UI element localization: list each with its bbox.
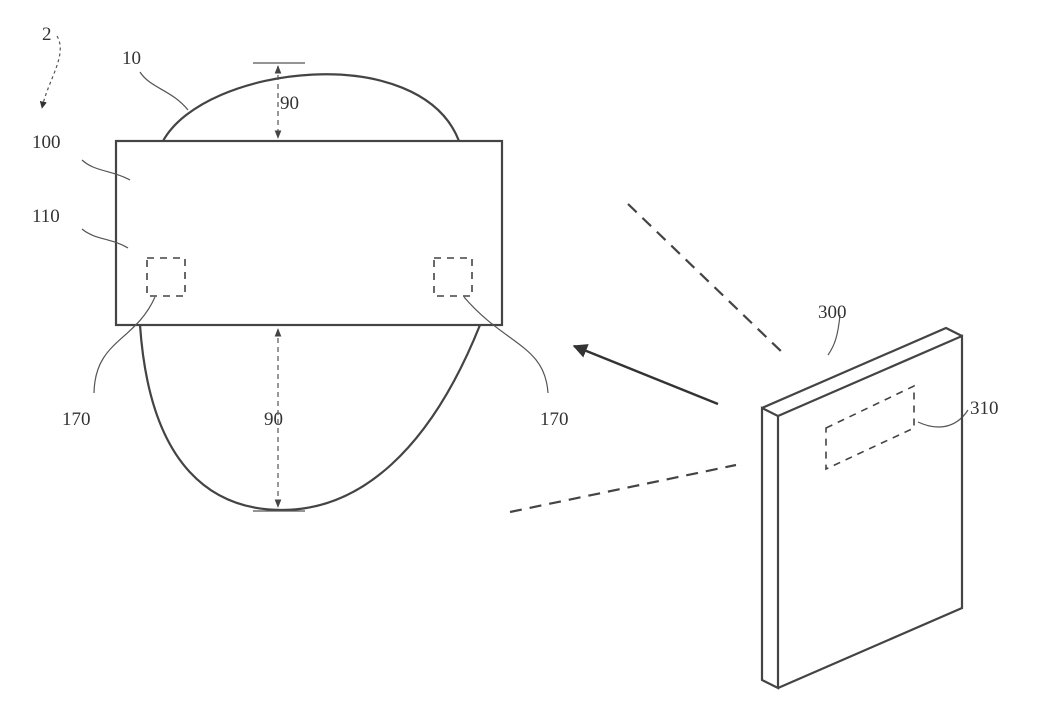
label-dimension-top: 90 [280, 93, 299, 114]
label-system: 2 [42, 24, 52, 45]
communication-arrow [572, 344, 719, 406]
label-dimension-bottom: 90 [264, 409, 283, 430]
external-device-side [777, 334, 964, 690]
leader-sensor-left [93, 296, 156, 394]
external-sensor-region [825, 384, 915, 471]
head-mounted-device [114, 139, 504, 327]
field-of-view-lower [509, 463, 737, 514]
leader-user [139, 71, 189, 111]
field-of-view-upper [627, 203, 787, 357]
label-external-sensor: 310 [970, 398, 999, 419]
leader-external-sensor [917, 409, 969, 428]
sensor-left [146, 257, 186, 297]
external-device-top [761, 326, 963, 410]
head-outline-top [162, 73, 461, 142]
label-sensor-left: 170 [62, 409, 91, 430]
external-device-front [760, 406, 780, 690]
label-external-device: 300 [818, 302, 847, 323]
sensor-right [433, 257, 473, 297]
label-display: 110 [32, 206, 60, 227]
label-device: 100 [32, 132, 61, 153]
head-outline-bottom [138, 324, 482, 512]
leader-sensor-right [463, 296, 549, 394]
label-user: 10 [122, 48, 141, 69]
label-sensor-right: 170 [540, 409, 569, 430]
leader-display [81, 228, 129, 249]
system-reference-arrow [39, 35, 61, 109]
leader-device [81, 159, 131, 181]
leader-external-device [827, 314, 841, 356]
